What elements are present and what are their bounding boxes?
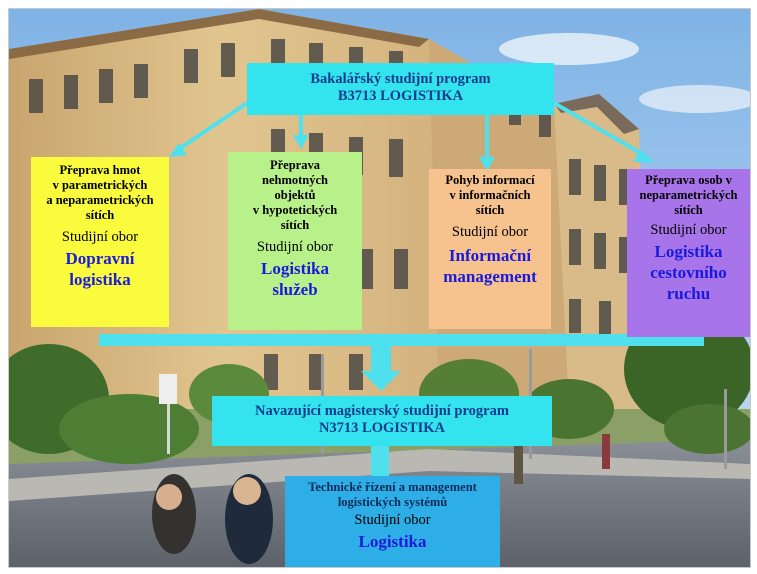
study-field-name: Logistika <box>358 532 427 551</box>
study-field-label: Studijní obor <box>451 224 529 240</box>
branch-box-sluzeb: Přeprava nehmotných objektů v hypotetick… <box>228 152 362 330</box>
branch-description: Technické řízení a management logistický… <box>308 480 477 509</box>
study-field-label: Studijní obor <box>354 512 431 528</box>
arrow-head-master <box>361 371 401 391</box>
branch-box-cestovniho-ruchu: Přeprava osob v neparametrických sítích … <box>627 169 750 337</box>
arrow-head-1 <box>169 143 187 157</box>
study-field-name: Dopravní logistika <box>65 249 135 289</box>
arrow-head-3 <box>479 157 495 171</box>
bachelor-program-box: Bakalářský studijní program B3713 LOGIST… <box>247 63 554 115</box>
branch-box-informacni: Pohyb informací v informačních sítích St… <box>429 169 551 329</box>
branch-description: Přeprava hmot v parametrických a neparam… <box>46 163 154 222</box>
connectors <box>99 101 704 477</box>
study-field-label: Studijní obor <box>61 229 139 245</box>
study-field-label: Studijní obor <box>650 222 727 238</box>
study-field-label: Studijní obor <box>256 239 334 255</box>
collector-bar <box>99 334 704 346</box>
arrow-head-4 <box>634 149 654 162</box>
arrow-head-2 <box>293 135 309 149</box>
branch-box-dopravni: Přeprava hmot v parametrických a neparam… <box>31 157 169 327</box>
master-program-box: Navazující magisterský studijní program … <box>212 396 552 446</box>
branch-description: Přeprava nehmotných objektů v hypotetick… <box>252 158 338 232</box>
study-field-name: Logistika služeb <box>260 259 330 299</box>
bachelor-program-code: B3713 LOGISTIKA <box>337 88 464 104</box>
branch-description: Pohyb informací v informačních sítích <box>445 173 535 217</box>
study-field-name: Logistika cestovního ruchu <box>650 242 727 303</box>
study-field-name: Informační management <box>443 246 537 286</box>
bachelor-program-title: Bakalářský studijní program <box>310 71 491 87</box>
diagram-frame: Bakalářský studijní program B3713 LOGIST… <box>8 8 751 568</box>
master-program-code: N3713 LOGISTIKA <box>318 420 446 436</box>
master-program-title: Navazující magisterský studijní program <box>255 403 509 419</box>
master-field-box: Technické řízení a management logistický… <box>285 476 500 567</box>
branch-description: Přeprava osob v neparametrických sítích <box>639 173 738 217</box>
